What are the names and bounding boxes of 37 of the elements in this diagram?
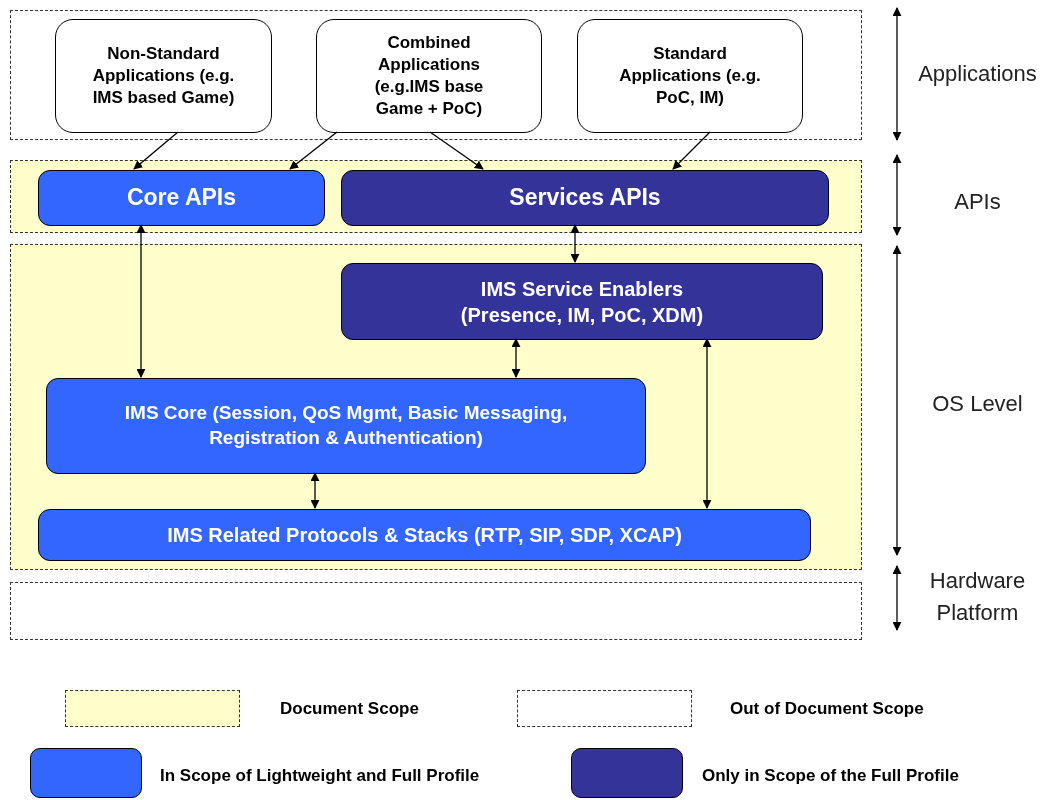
scope-band xyxy=(10,10,862,140)
component-label: Core APIs xyxy=(126,183,237,213)
layer-label: APIs xyxy=(953,188,1002,216)
component-label: Non-Standard Applications (e.g. IMS based Game) xyxy=(91,42,236,110)
arrow xyxy=(672,131,711,170)
legend-label: In Scope of Lightweight and Full Profile xyxy=(160,766,480,786)
arrow xyxy=(570,224,580,263)
arrow xyxy=(310,472,320,509)
component-box xyxy=(38,509,811,561)
arrow xyxy=(702,338,712,509)
layer-label: Hardware Platform xyxy=(928,567,1027,627)
scope-band xyxy=(10,582,862,640)
component-label: Combined Applications (e.g.IMS base Game + PoC) xyxy=(373,31,485,121)
component-label: Standard Applications (e.g. PoC, IM) xyxy=(618,42,762,110)
application-box xyxy=(577,19,803,133)
layer-label: Applications xyxy=(917,60,1038,88)
arrow xyxy=(136,224,146,378)
component-box xyxy=(341,170,829,226)
legend-label: Out of Document Scope xyxy=(730,699,924,719)
component-box xyxy=(38,170,325,226)
scope-band xyxy=(10,244,862,570)
arrow xyxy=(289,131,338,170)
arrow xyxy=(429,131,484,170)
application-box xyxy=(55,19,272,133)
legend-label: Document Scope xyxy=(280,699,419,719)
application-box xyxy=(316,19,542,133)
component-label: IMS Core (Session, QoS Mgmt, Basic Messaging, Registration & Authentication) xyxy=(123,401,569,450)
legend-label: Only in Scope of the Full Profile xyxy=(702,766,959,786)
component-label: IMS Service Enablers (Presence, IM, PoC, XDM) xyxy=(459,276,705,328)
scope-band xyxy=(10,160,862,233)
component-label: Services APIs xyxy=(509,183,661,213)
layer-label: OS Level xyxy=(931,390,1024,418)
arrow xyxy=(133,131,179,170)
arrow xyxy=(511,338,521,378)
component-label: IMS Related Protocols & Stacks (RTP, SIP, SDP, XCAP) xyxy=(167,523,682,548)
component-box xyxy=(46,378,646,474)
component-box xyxy=(341,263,823,340)
